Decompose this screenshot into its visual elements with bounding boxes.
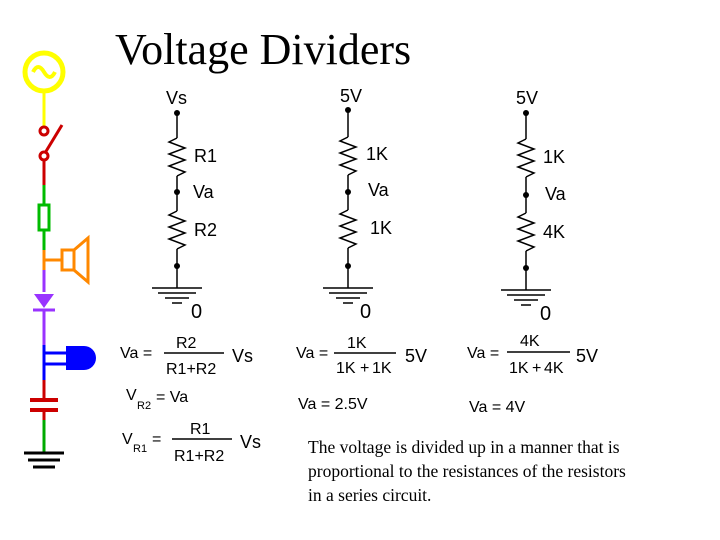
- ground-label: 0: [191, 301, 202, 323]
- switch-icon[interactable]: [38, 124, 64, 185]
- source-label: 5V: [340, 86, 362, 106]
- node-label: Va: [193, 182, 215, 202]
- component-toolbar: [22, 50, 96, 469]
- ac-source-icon[interactable]: [22, 50, 66, 125]
- circuit-general: Vs R1 Va R2 0: [152, 88, 217, 323]
- svg-text:1K: 1K: [372, 360, 392, 377]
- caption: The voltage is divided up in a manner th…: [308, 437, 626, 505]
- svg-text:R2: R2: [137, 400, 151, 412]
- formula-va-unequal: Va = 4K 1K + 4K 5V: [467, 333, 598, 377]
- svg-text:V: V: [122, 431, 133, 448]
- meter-icon[interactable]: [42, 345, 96, 380]
- svg-text:R1: R1: [133, 443, 147, 455]
- circuit-equal: 5V 1K Va 1K 0: [323, 86, 392, 323]
- formula-vr2: V R2 = Va: [126, 387, 188, 412]
- r2-label: R2: [194, 220, 217, 240]
- formula-va-general: Va = R2 R1+R2 Vs: [120, 335, 253, 378]
- r2-label: 4K: [543, 222, 565, 242]
- svg-text:R1: R1: [190, 421, 211, 438]
- r1-label: 1K: [366, 144, 388, 164]
- svg-text:+: +: [360, 360, 369, 377]
- formula-vr1: V R1 = R1 R1+R2 Vs: [122, 421, 261, 465]
- node-label: Va: [368, 180, 390, 200]
- resistor-r1: [515, 138, 537, 178]
- svg-text:4K: 4K: [544, 360, 564, 377]
- ground-icon[interactable]: [24, 420, 64, 469]
- ground-symbol: [323, 287, 373, 304]
- svg-text:+: +: [532, 360, 541, 377]
- ground-label: 0: [540, 303, 551, 325]
- node-label: Va: [545, 184, 567, 204]
- resistor-r2: [337, 209, 359, 249]
- formula-va-equal: Va = 1K 1K + 1K 5V: [296, 335, 427, 377]
- svg-text:R2: R2: [176, 335, 197, 352]
- svg-text:Vs: Vs: [232, 346, 253, 366]
- svg-text:V: V: [126, 387, 137, 404]
- svg-text:1K: 1K: [509, 360, 529, 377]
- source-label: 5V: [516, 88, 538, 108]
- svg-text:R1+R2: R1+R2: [174, 448, 224, 465]
- result-unequal: Va = 4V: [469, 399, 526, 416]
- capacitor-icon[interactable]: [30, 380, 58, 420]
- svg-text:1K: 1K: [336, 360, 356, 377]
- va-node: [174, 189, 180, 195]
- svg-text:Va =: Va =: [467, 345, 499, 362]
- circuit-unequal: 5V 1K Va 4K 0: [501, 88, 567, 325]
- diode-icon[interactable]: [33, 270, 55, 345]
- ground-symbol: [152, 287, 202, 304]
- svg-text:4K: 4K: [520, 333, 540, 350]
- page-title: Voltage Dividers: [115, 25, 412, 74]
- result-equal: Va = 2.5V: [298, 396, 368, 413]
- svg-text:5V: 5V: [405, 346, 427, 366]
- ground-symbol: [501, 289, 551, 306]
- svg-text:= Va: = Va: [156, 389, 188, 406]
- resistor-r2: [515, 212, 537, 252]
- r1-label: R1: [194, 146, 217, 166]
- resistor-r1: [337, 136, 359, 176]
- resistor-r2: [166, 210, 188, 250]
- svg-text:R1+R2: R1+R2: [166, 361, 216, 378]
- svg-text:1K: 1K: [347, 335, 367, 352]
- source-label: Vs: [166, 88, 187, 108]
- svg-text:Vs: Vs: [240, 432, 261, 452]
- ground-label: 0: [360, 301, 371, 323]
- r1-label: 1K: [543, 147, 565, 167]
- svg-text:5V: 5V: [576, 346, 598, 366]
- svg-text:=: =: [152, 431, 161, 448]
- r2-label: 1K: [370, 218, 392, 238]
- svg-text:Va =: Va =: [120, 345, 152, 362]
- resistor-r1: [166, 137, 188, 177]
- resistor-icon[interactable]: [37, 185, 51, 250]
- speaker-icon[interactable]: [42, 234, 90, 286]
- svg-text:Va =: Va =: [296, 345, 328, 362]
